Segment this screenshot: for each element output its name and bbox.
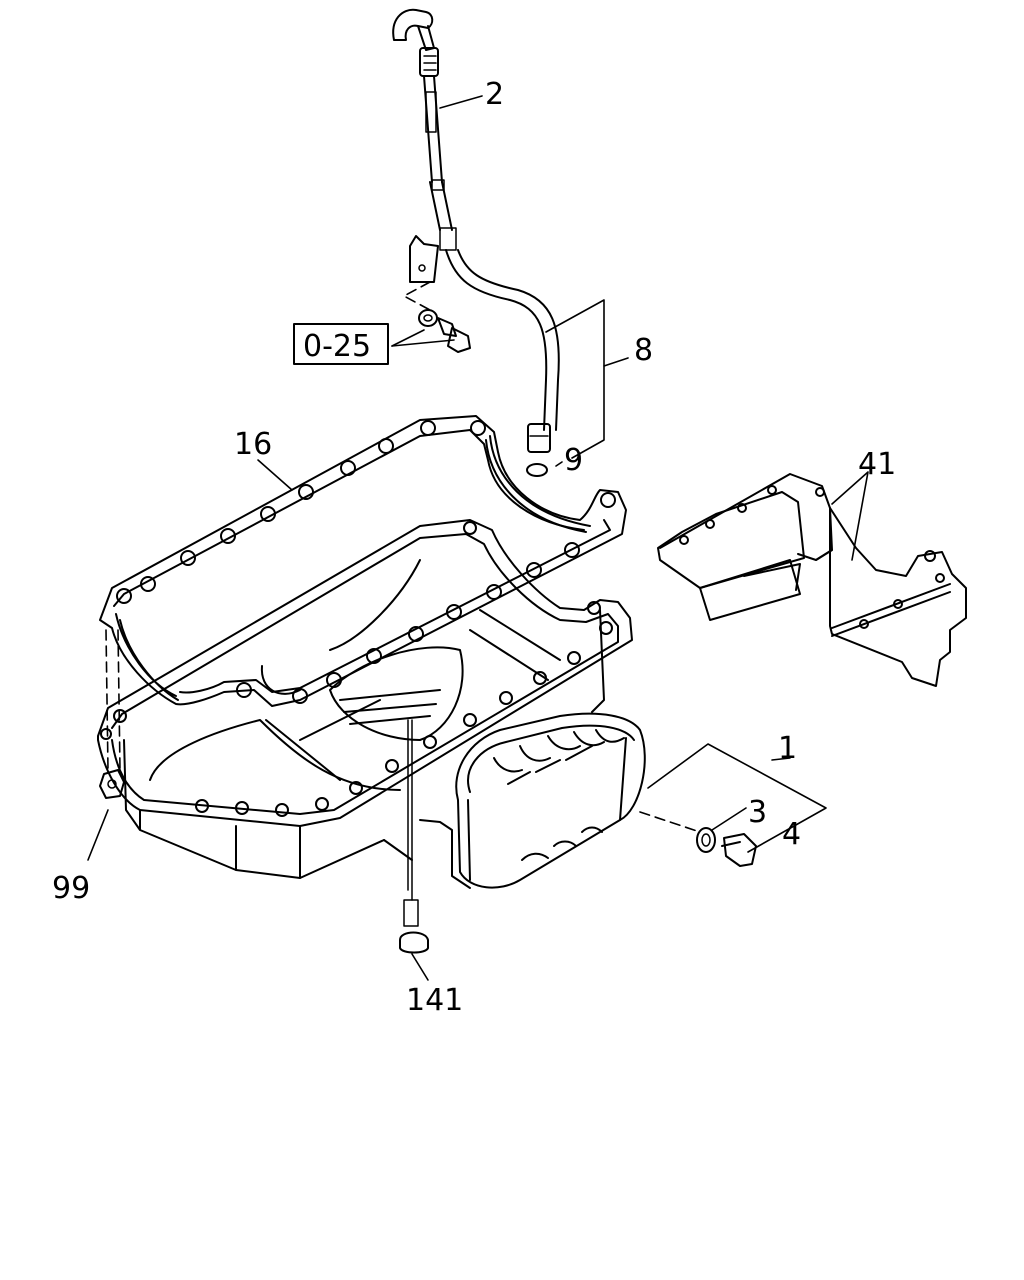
callout-16: 16 bbox=[234, 427, 272, 462]
dipstick bbox=[392, 8, 453, 231]
callout-99: 99 bbox=[52, 871, 90, 906]
callout-8: 8 bbox=[634, 333, 653, 368]
callout-2: 2 bbox=[485, 77, 504, 112]
bracket-bolt bbox=[403, 281, 471, 353]
gasket-bolt-holes bbox=[116, 420, 616, 704]
callout-9: 9 bbox=[564, 443, 583, 478]
callout-4: 4 bbox=[782, 817, 801, 852]
oil-pan-bracket bbox=[657, 473, 967, 687]
drain-plug bbox=[639, 811, 757, 867]
reference-box bbox=[293, 323, 389, 365]
callout-3: 3 bbox=[748, 795, 767, 830]
dipstick-guide-tube bbox=[409, 227, 560, 477]
callout-141: 141 bbox=[406, 983, 463, 1018]
callout-41: 41 bbox=[858, 447, 896, 482]
oil-pan bbox=[97, 519, 646, 889]
part-141-bolt bbox=[399, 719, 429, 954]
oil-pan-gasket bbox=[99, 415, 627, 707]
part-99-nut bbox=[99, 629, 125, 799]
leader-lines bbox=[87, 95, 869, 981]
callout-1: 1 bbox=[778, 731, 797, 766]
reference-label: 0-25 bbox=[303, 329, 371, 364]
